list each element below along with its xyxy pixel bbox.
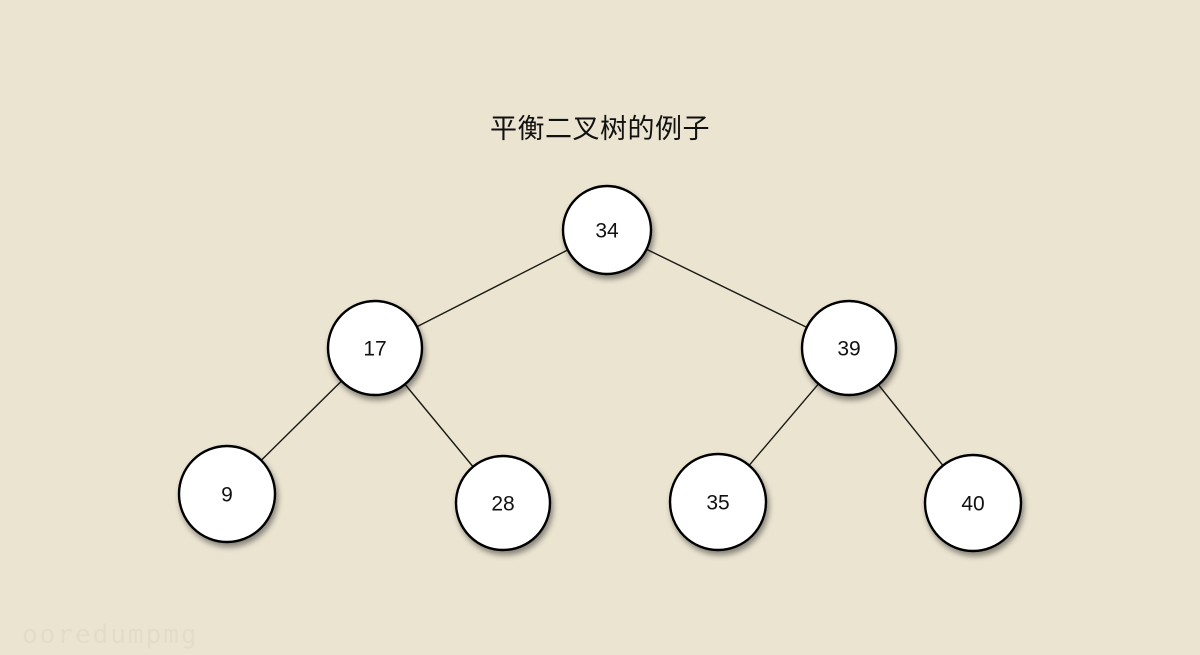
node-label-17: 17 [363,338,386,361]
node-circle-28[interactable] [454,454,552,552]
tree-edge-17-28 [404,383,474,468]
tree-node-34[interactable]: 34 [561,184,653,276]
node-label-35: 35 [706,492,729,515]
tree-node-28[interactable]: 28 [454,454,552,552]
node-label-40: 40 [961,493,984,516]
node-circle-40[interactable] [923,453,1023,553]
node-label-39: 39 [837,338,860,361]
tree-edge-34-39 [646,248,808,328]
node-circle-39[interactable] [800,299,898,397]
tree-node-9[interactable]: 9 [177,444,277,544]
page-title: 平衡二叉树的例子 [490,114,710,144]
node-label-34: 34 [595,220,619,243]
tree-node-17[interactable]: 17 [326,299,424,397]
tree-edge-39-40 [877,384,944,466]
tree-node-35[interactable]: 35 [668,452,768,552]
edges-group [260,248,944,468]
node-label-9: 9 [221,484,233,507]
tree-node-39[interactable]: 39 [800,299,898,397]
tree-edge-17-9 [260,380,342,461]
tree-node-40[interactable]: 40 [923,453,1023,553]
node-circle-9[interactable] [177,444,277,544]
tree-edge-34-17 [416,249,569,328]
node-circle-35[interactable] [668,452,768,552]
node-label-28: 28 [491,493,514,516]
tree-edge-39-35 [748,383,819,466]
node-circle-17[interactable] [326,299,424,397]
nodes-group: 34 17 39 9 28 35 40 [177,184,1023,553]
watermark: ooredumpmg [22,620,199,650]
node-circle-34[interactable] [561,184,653,276]
